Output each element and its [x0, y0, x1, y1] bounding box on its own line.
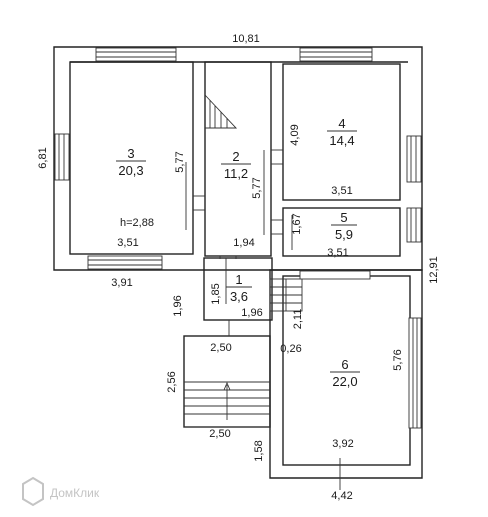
room-2-outline	[204, 61, 272, 257]
dim-overall-width: 10,81	[232, 33, 260, 45]
room-1-label: 1 3,6	[226, 272, 252, 304]
dim-room1-height: 1,85	[210, 283, 222, 304]
room-5-number: 5	[340, 210, 347, 225]
room-5-outline	[282, 207, 401, 257]
stairs-room-2	[204, 94, 238, 129]
dim-room1-side: 1,96	[172, 295, 184, 316]
doors	[193, 149, 341, 478]
dim-room4-height: 4,09	[289, 124, 301, 145]
window-right-room-4	[406, 135, 422, 183]
room-6-label: 6 22,0	[330, 357, 360, 389]
dim-room5-height: 1,67	[291, 213, 303, 234]
stairs-room-1	[269, 278, 303, 312]
dim-porch-height: 2,56	[166, 371, 178, 392]
dim-room1-right: 2,11	[292, 309, 304, 330]
window-right-room-6	[408, 317, 422, 429]
dim-room3-height: 5,77	[174, 151, 186, 172]
window-right-room-5	[406, 207, 422, 243]
room-3-number: 3	[127, 146, 134, 161]
dim-overall-right-height: 12,91	[428, 256, 440, 284]
window-top-right	[299, 47, 373, 62]
dim-overall-left-height: 6,81	[37, 147, 49, 168]
room-4-number: 4	[338, 116, 345, 131]
room-1-area: 3,6	[230, 289, 248, 304]
watermark-logo-icon	[22, 476, 44, 507]
dim-porch-width-bottom: 2,50	[209, 428, 230, 440]
room-3-outline	[69, 61, 194, 255]
dim-room3-width: 3,51	[117, 237, 138, 249]
room-6-area: 22,0	[332, 374, 357, 389]
room-3-label: 3 20,3	[116, 146, 146, 178]
room-5-label: 5 5,9	[331, 210, 357, 242]
window-left	[54, 133, 70, 181]
room-2-label: 2 11,2	[221, 149, 251, 181]
dim-room5-width: 3,51	[327, 247, 348, 259]
dim-room2-width: 1,94	[233, 237, 254, 249]
room-2-area: 11,2	[224, 166, 248, 181]
watermark: ДомКлик	[22, 476, 100, 507]
dim-lower-left: 1,58	[253, 440, 265, 461]
dim-porch-wall: 0,26	[280, 343, 301, 355]
dim-left-bottom: 3,91	[111, 277, 132, 289]
dim-room1-width: 1,96	[241, 307, 262, 319]
room-4-label: 4 14,4	[327, 116, 357, 148]
window-top-left	[95, 47, 177, 62]
room-2-number: 2	[232, 149, 239, 164]
dim-bottom-width: 4,42	[331, 490, 352, 502]
dim-room4-width: 3,51	[331, 185, 352, 197]
window-top-room-6	[299, 270, 371, 280]
dimension-lines	[184, 100, 341, 490]
room-1-number: 1	[235, 272, 242, 287]
room-1-outline	[203, 257, 273, 321]
watermark-text: ДомКлик	[50, 486, 100, 500]
dim-room2-height: 5,77	[251, 177, 263, 198]
dim-room6-width: 3,92	[332, 438, 353, 450]
stairs-porch	[184, 381, 270, 420]
dim-room3-ceiling: h=2,88	[120, 217, 154, 229]
room-6-number: 6	[341, 357, 348, 372]
window-bottom-left	[87, 255, 163, 270]
dim-porch-width-top: 2,50	[210, 342, 231, 354]
room-4-area: 14,4	[329, 133, 354, 148]
dim-room6-height: 5,76	[392, 349, 404, 370]
room-5-area: 5,9	[335, 227, 353, 242]
room-3-area: 20,3	[118, 163, 143, 178]
